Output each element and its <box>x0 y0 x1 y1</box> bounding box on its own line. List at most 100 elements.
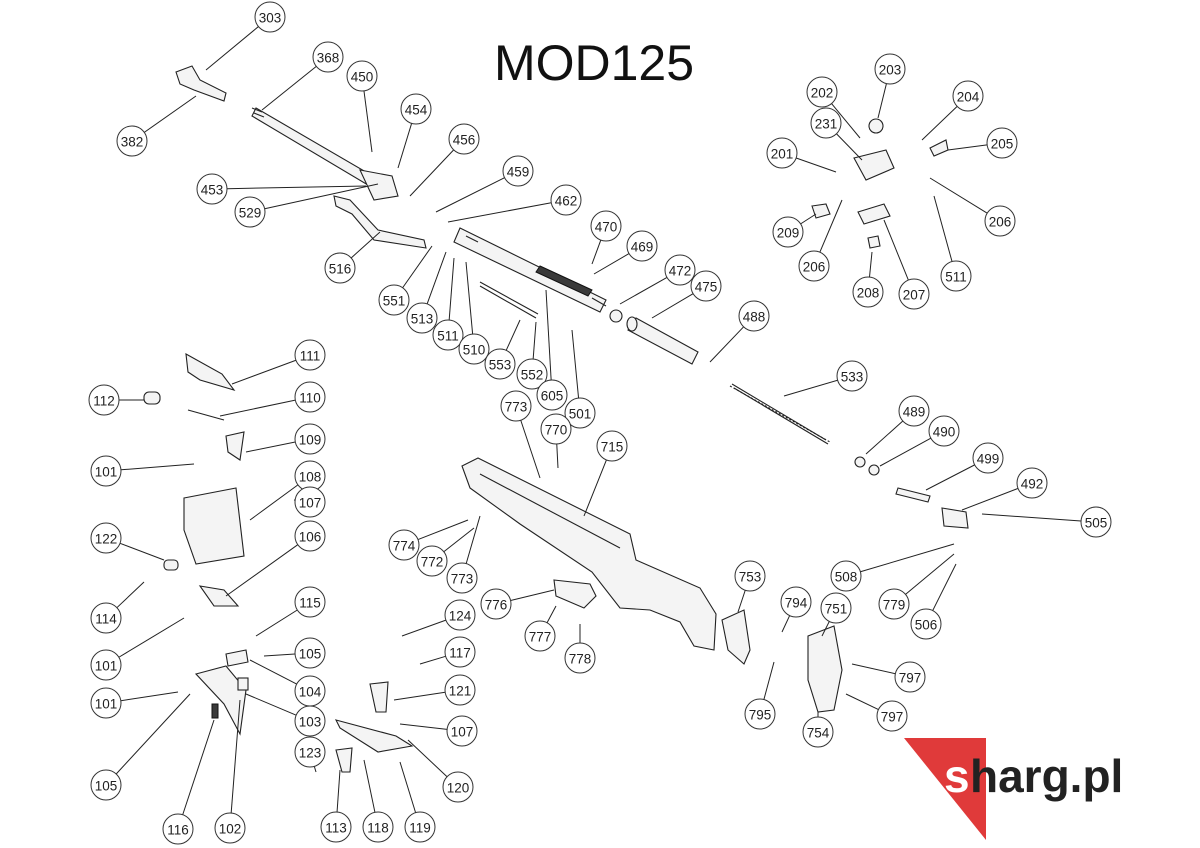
callout-circle <box>294 339 326 371</box>
callout-number: 122 <box>95 532 118 547</box>
leader-line <box>520 420 541 479</box>
leader-line <box>245 441 296 453</box>
callout-116: 116 <box>162 813 194 845</box>
callout-number: 117 <box>449 646 471 661</box>
callout-120: 120 <box>442 771 474 803</box>
callout-circle <box>590 210 622 242</box>
callout-501: 501 <box>564 397 596 429</box>
leader-line <box>591 239 602 265</box>
sear-rod-part <box>479 281 539 319</box>
callout-circle <box>294 586 326 618</box>
callout-circle <box>458 333 490 365</box>
callout-circle <box>294 637 326 669</box>
callout-203: 203 <box>874 53 906 85</box>
callout-number: 505 <box>1085 516 1108 531</box>
callout-number: 552 <box>521 368 544 383</box>
callout-111: 111 <box>294 339 326 371</box>
callout-number: 206 <box>803 260 826 275</box>
callout-circle <box>910 608 942 640</box>
leader-line <box>443 527 475 553</box>
callout-number: 770 <box>545 423 568 438</box>
leader-line <box>932 563 957 611</box>
callout-208: 208 <box>852 276 884 308</box>
callout-number: 205 <box>991 137 1014 152</box>
brand-name: harg.pl <box>970 750 1123 802</box>
brand-accent-letter: s <box>944 750 970 802</box>
callout-770: 770 <box>540 413 572 445</box>
leader-line <box>419 655 446 665</box>
cocking-lever-part <box>333 195 427 249</box>
callout-number: 107 <box>299 496 322 511</box>
leader-line <box>800 213 817 225</box>
callout-number: 797 <box>899 671 922 686</box>
leader-line <box>264 183 379 210</box>
callout-454: 454 <box>400 93 432 125</box>
leader-line <box>819 199 843 253</box>
callout-circle <box>806 76 838 108</box>
leader-line <box>545 289 552 381</box>
callout-circle <box>500 390 532 422</box>
callout-number: 208 <box>857 286 880 301</box>
callout-121: 121 <box>444 674 476 706</box>
leader-line <box>447 202 552 223</box>
callout-778: 778 <box>564 642 596 674</box>
callout-number: 777 <box>529 630 552 645</box>
leader-line <box>435 177 505 213</box>
callout-773: 773 <box>500 390 532 422</box>
callout-circle <box>442 771 474 803</box>
callout-118: 118 <box>362 811 394 843</box>
callout-772: 772 <box>416 545 448 577</box>
callout-circle <box>738 300 770 332</box>
callout-101: 101 <box>90 649 122 681</box>
callout-382: 382 <box>116 125 148 157</box>
callout-551: 551 <box>378 284 410 316</box>
leader-line <box>929 177 988 214</box>
callout-circle <box>90 687 122 719</box>
callout-529: 529 <box>234 196 266 228</box>
leader-line <box>865 420 904 455</box>
leader-line <box>860 543 955 573</box>
callout-456: 456 <box>448 123 480 155</box>
callout-number: 124 <box>449 609 472 624</box>
callout-number: 533 <box>841 370 864 385</box>
leader-line <box>116 581 145 609</box>
callout-number: 551 <box>383 294 406 309</box>
callout-113: 113 <box>320 811 352 843</box>
leader-line <box>182 719 215 815</box>
leader-line <box>143 95 197 133</box>
leader-line <box>219 399 296 417</box>
callout-117: 117 <box>444 636 476 668</box>
callout-number: 382 <box>121 135 144 150</box>
leader-line <box>571 329 580 399</box>
callout-207: 207 <box>898 278 930 310</box>
callout-number: 506 <box>915 618 938 633</box>
callout-794: 794 <box>780 586 812 618</box>
callout-circle <box>416 545 448 577</box>
leader-line <box>851 663 896 675</box>
callout-774: 774 <box>388 529 420 561</box>
callout-circle <box>404 811 436 843</box>
callout-circle <box>502 155 534 187</box>
callout-209: 209 <box>772 216 804 248</box>
callout-number: 751 <box>825 602 848 617</box>
callout-114: 114 <box>90 602 122 634</box>
leader-line <box>821 621 830 637</box>
leader-line <box>593 253 630 275</box>
callout-number: 231 <box>815 117 838 132</box>
leader-line <box>231 359 297 385</box>
leader-line <box>230 699 241 814</box>
callout-number: 470 <box>595 220 618 235</box>
leader-line <box>783 379 838 397</box>
callout-circle <box>780 586 812 618</box>
callout-circle <box>90 769 122 801</box>
callout-777: 777 <box>524 620 556 652</box>
leader-line <box>583 459 607 517</box>
callout-number: 108 <box>299 470 322 485</box>
callout-123: 123 <box>294 736 326 768</box>
callout-circle <box>830 560 862 592</box>
callout-201: 201 <box>766 137 798 169</box>
callout-circle <box>90 649 122 681</box>
leader-line <box>363 90 373 153</box>
callout-453: 453 <box>196 173 228 205</box>
